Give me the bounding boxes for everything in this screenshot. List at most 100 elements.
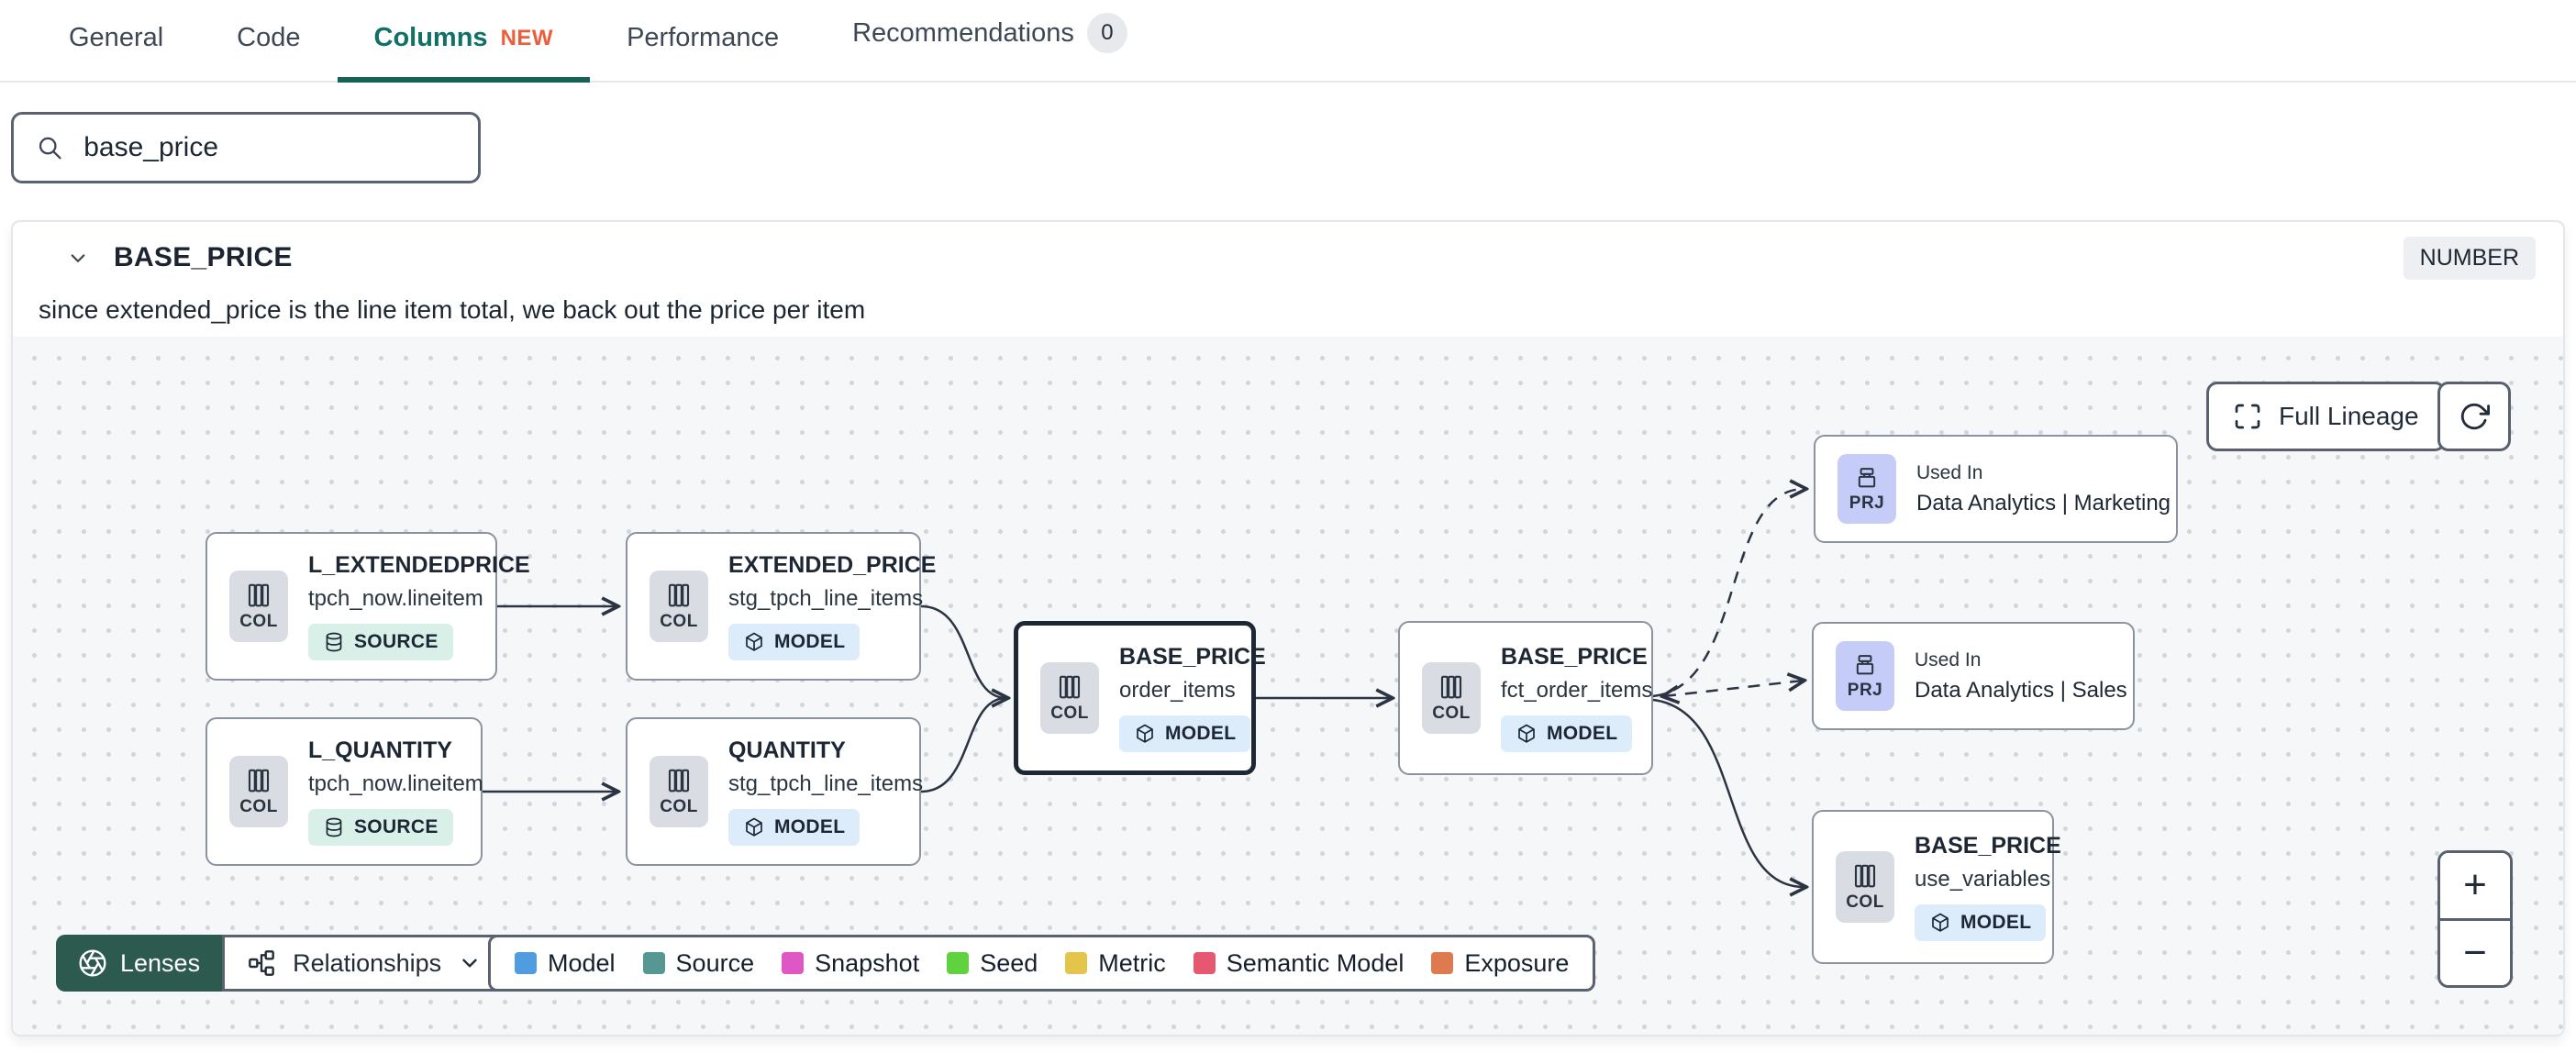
relationships-label: Relationships — [293, 948, 442, 977]
database-icon — [326, 817, 342, 837]
lineage-node-base-price-fct-order-items[interactable]: COL BASE_PRICE fct_order_items MODEL — [1398, 621, 1653, 775]
legend-label: Exposure — [1464, 948, 1570, 977]
node-title: Data Analytics | Sales — [1915, 677, 2127, 703]
kind-label: PRJ — [1847, 680, 1883, 700]
tab-columns[interactable]: Columns NEW — [337, 23, 591, 83]
lenses-button[interactable]: Lenses — [56, 935, 223, 992]
node-title: QUANTITY — [728, 737, 846, 763]
search-icon — [39, 137, 61, 160]
columns-icon — [1854, 864, 1876, 887]
lineage-node-l-extendedprice[interactable]: COL L_EXTENDEDPRICE tpch_now.lineitem SO… — [205, 532, 530, 681]
legend-item-exposure: Exposure — [1431, 949, 1569, 978]
lineage-node-exposure-sales[interactable]: PRJ Used In Data Analytics | Sales — [1812, 622, 2135, 730]
used-in-label: Used In — [1916, 461, 1983, 483]
model-type-badge: MODEL — [728, 624, 861, 660]
node-subtitle: fct_order_items — [1501, 678, 1653, 703]
legend-label: Snapshot — [815, 948, 920, 977]
column-description: since extended_price is the line item to… — [39, 295, 866, 324]
tab-general[interactable]: General — [32, 23, 200, 83]
node-subtitle: tpch_now.lineitem — [308, 586, 483, 611]
tab-label: General — [69, 23, 164, 52]
node-subtitle: order_items — [1119, 678, 1236, 703]
lineage-node-l-quantity[interactable]: COL L_QUANTITY tpch_now.lineitem SOURCE — [205, 717, 483, 866]
legend-item-snapshot: Snapshot — [782, 949, 919, 978]
cube-icon — [746, 632, 762, 651]
legend-swatch — [515, 952, 537, 974]
column-panel-header: BASE_PRICE NUMBER — [64, 235, 2536, 281]
tab-code[interactable]: Code — [200, 23, 337, 83]
lineage-edges — [483, 337, 2563, 1035]
kind-label: COL — [1846, 892, 1884, 912]
type-label: MODEL — [774, 816, 846, 837]
node-subtitle: stg_tpch_line_items — [728, 586, 924, 611]
archive-icon — [1858, 467, 1876, 487]
kind-label: COL — [1432, 703, 1471, 723]
node-body: QUANTITY stg_tpch_line_items MODEL — [728, 737, 923, 846]
database-icon — [326, 632, 342, 652]
legend-swatch — [1065, 952, 1088, 974]
lineage-node-base-price-order-items[interactable]: COL BASE_PRICE order_items MODEL — [1014, 621, 1266, 775]
source-type-badge: SOURCE — [308, 624, 453, 660]
zoom-out-button[interactable]: − — [2440, 920, 2510, 985]
legend-item-model: Model — [515, 949, 616, 978]
legend-item-semantic-model: Semantic Model — [1193, 948, 1405, 978]
full-lineage-button[interactable]: Full Lineage — [2206, 382, 2446, 451]
legend-item-seed: Seed — [947, 949, 1038, 978]
lineage-canvas[interactable]: COL L_EXTENDEDPRICE tpch_now.lineitem SO… — [13, 337, 2563, 1035]
node-title: BASE_PRICE — [1501, 644, 1648, 670]
project-kind-badge: PRJ — [1838, 454, 1896, 524]
node-body: EXTENDED_PRICE stg_tpch_line_items MODEL — [728, 552, 936, 660]
tab-label: Performance — [627, 23, 780, 52]
node-body: Used In Data Analytics | Marketing — [1916, 462, 2171, 516]
kind-label: COL — [239, 611, 278, 631]
refresh-button[interactable] — [2437, 382, 2511, 451]
legend-label: Semantic Model — [1226, 948, 1405, 977]
columns-icon — [1059, 675, 1081, 698]
lineage-legend: Model Source Snapshot Seed Metric Semant… — [488, 935, 1596, 992]
full-lineage-label: Full Lineage — [2279, 402, 2419, 430]
lineage-node-base-price-use-variables[interactable]: COL BASE_PRICE use_variables MODEL — [1812, 810, 2061, 964]
relationships-dropdown[interactable]: Relationships — [222, 935, 507, 992]
archive-icon — [1856, 654, 1874, 674]
kind-label: COL — [660, 611, 698, 631]
tab-label: Columns — [373, 23, 488, 52]
tab-recommendations[interactable]: Recommendations 0 — [816, 13, 1164, 83]
legend-swatch — [1193, 952, 1216, 974]
tab-performance[interactable]: Performance — [590, 23, 816, 83]
zoom-in-button[interactable]: + — [2440, 853, 2510, 921]
legend-label: Seed — [980, 948, 1038, 977]
tab-bar: General Code Columns NEW Performance Rec… — [0, 0, 2576, 83]
aperture-icon — [79, 949, 106, 977]
columns-icon — [248, 769, 270, 792]
node-title: Data Analytics | Marketing — [1916, 490, 2171, 515]
legend-swatch — [1431, 952, 1454, 974]
columns-icon — [248, 583, 270, 606]
lenses-label: Lenses — [120, 948, 201, 977]
column-kind-badge: COL — [650, 756, 708, 827]
lenses-toolbar: Lenses Relationships — [56, 935, 507, 992]
used-in-label: Used In — [1915, 648, 1982, 671]
type-label: MODEL — [1165, 723, 1237, 744]
cube-icon — [1932, 913, 1949, 932]
node-subtitle: use_variables — [1915, 867, 2051, 892]
model-type-badge: MODEL — [728, 809, 861, 846]
refresh-icon — [2460, 403, 2490, 430]
legend-swatch — [642, 952, 665, 974]
search-input[interactable] — [82, 131, 456, 164]
lineage-node-extended-price[interactable]: COL EXTENDED_PRICE stg_tpch_line_items M… — [626, 532, 936, 681]
model-type-badge: MODEL — [1119, 715, 1251, 752]
legend-label: Model — [548, 948, 616, 977]
cube-icon — [1137, 724, 1153, 743]
column-search-box[interactable] — [11, 112, 481, 183]
type-label: MODEL — [1960, 912, 2032, 933]
source-type-badge: SOURCE — [308, 809, 453, 846]
legend-swatch — [947, 952, 970, 974]
chevron-down-icon[interactable] — [64, 244, 92, 272]
lineage-node-quantity[interactable]: COL QUANTITY stg_tpch_line_items MODEL — [626, 717, 923, 866]
data-type-badge: NUMBER — [2403, 236, 2536, 280]
lineage-node-exposure-marketing[interactable]: PRJ Used In Data Analytics | Marketing — [1814, 435, 2178, 543]
columns-icon — [668, 583, 690, 606]
project-kind-badge: PRJ — [1836, 641, 1894, 711]
node-subtitle: stg_tpch_line_items — [728, 771, 924, 796]
maximize-icon — [2235, 404, 2260, 429]
